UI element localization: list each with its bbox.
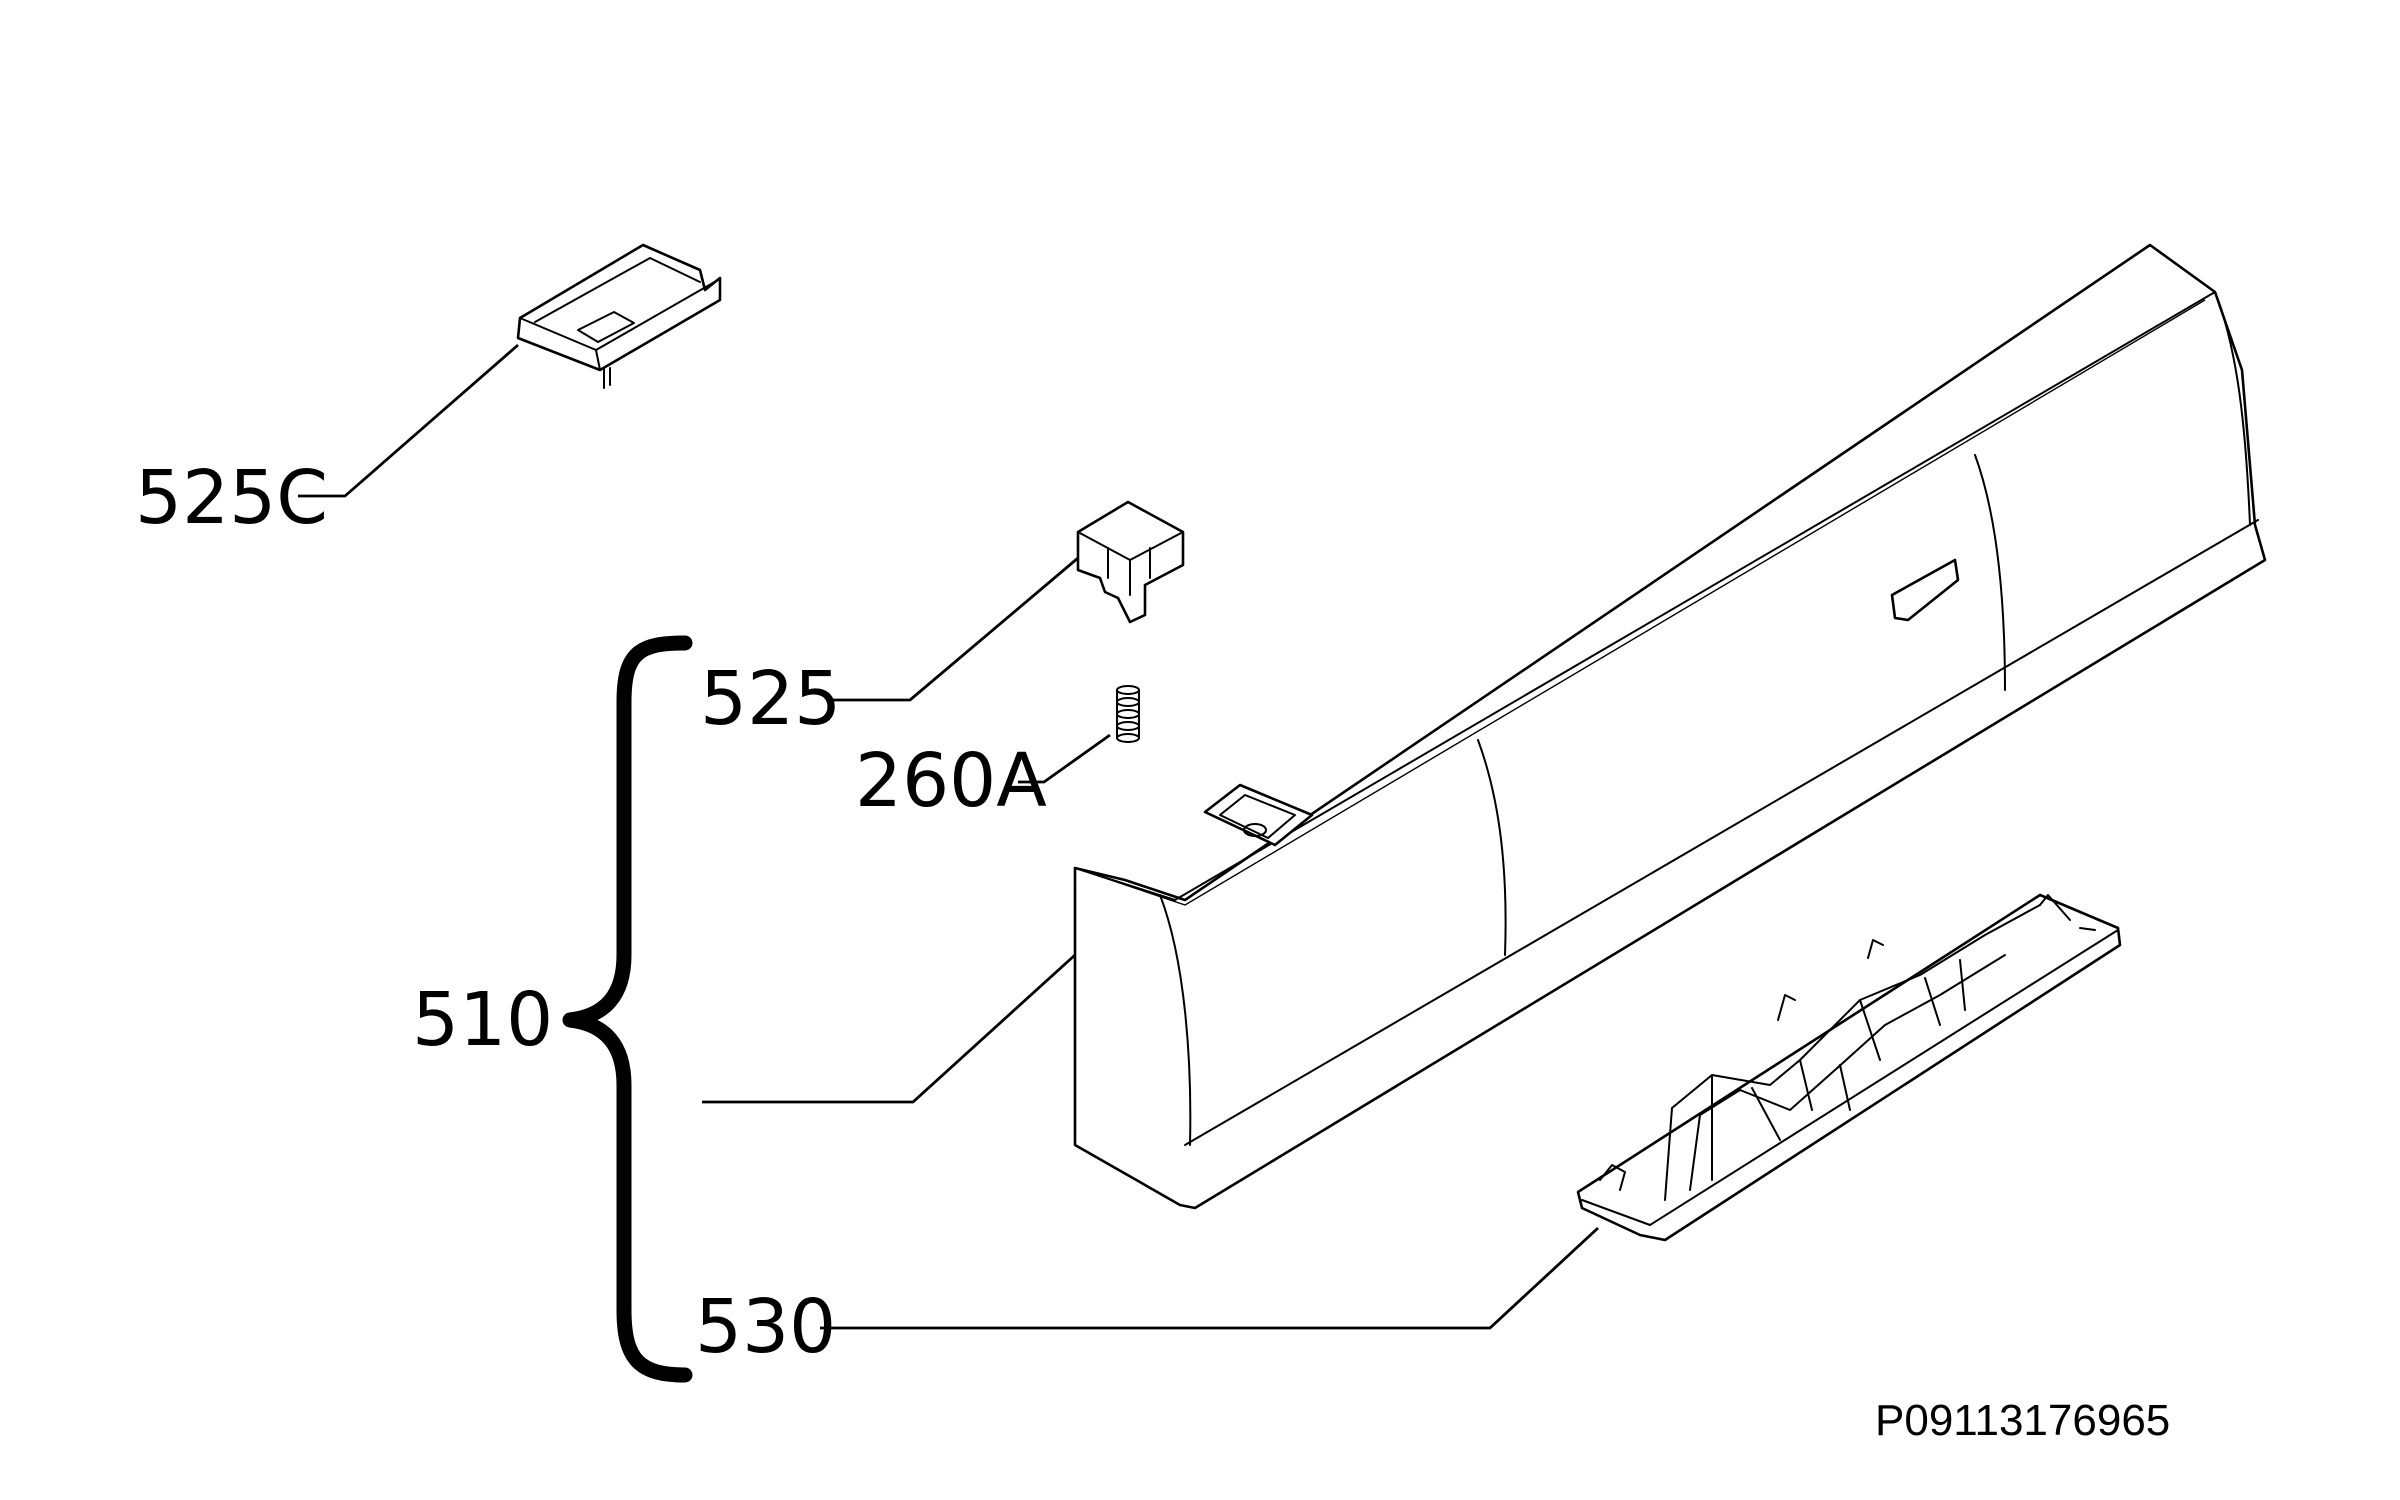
latch-530 xyxy=(1576,893,2122,1242)
label-525C: 525C xyxy=(135,455,328,541)
button-525 xyxy=(1076,500,1185,624)
bracket-525C xyxy=(516,243,722,389)
leader-525C xyxy=(298,343,519,498)
group-brace xyxy=(562,635,693,1383)
spring-260A xyxy=(1116,685,1140,743)
leader-525 xyxy=(832,556,1079,702)
leader-260A xyxy=(1018,733,1111,784)
control-panel-510 xyxy=(1073,243,2267,1210)
label-510: 510 xyxy=(412,977,553,1063)
leader-510 xyxy=(702,953,1076,1104)
label-530: 530 xyxy=(695,1284,836,1370)
label-260A: 260A xyxy=(855,738,1047,824)
label-525: 525 xyxy=(700,656,841,742)
leader-530 xyxy=(820,1226,1599,1330)
drawing-code: P09113176965 xyxy=(1875,1396,2170,1445)
